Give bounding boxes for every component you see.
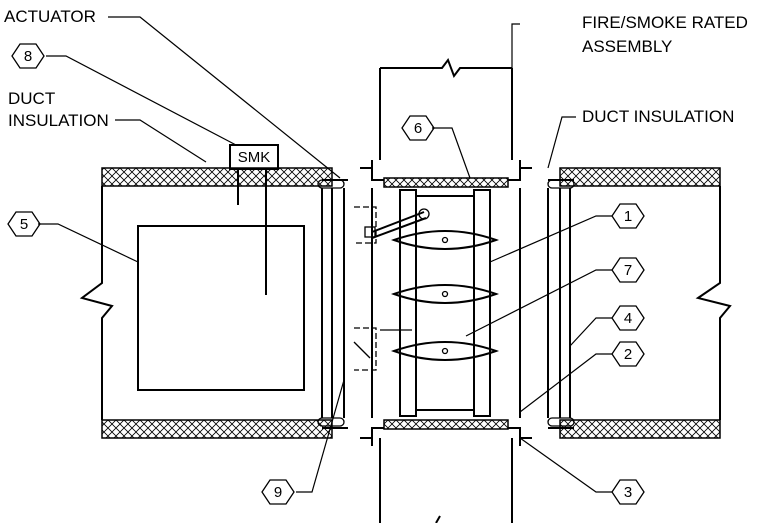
label-actuator: ACTUATOR: [4, 7, 96, 26]
actuator: [354, 206, 430, 244]
tag-7: 7: [611, 257, 645, 283]
damper-blades: [390, 230, 500, 361]
tag-3: 3: [611, 479, 645, 505]
tag-5-label: 5: [20, 216, 28, 233]
damper-blade: [390, 230, 500, 250]
tag-5: 5: [7, 211, 41, 237]
tag-8-label: 8: [24, 48, 32, 65]
fusible-link: [353, 327, 412, 371]
tag-1: 1: [611, 203, 645, 229]
tag-6-label: 6: [414, 120, 422, 137]
tag-9: 9: [261, 479, 295, 505]
label-duct-insulation-left-line2: INSULATION: [8, 111, 109, 130]
duct-insulation-bottom: [101, 419, 721, 439]
tag-8: 8: [11, 43, 45, 69]
duct-insulation-top: [101, 167, 721, 188]
tag-2: 2: [611, 341, 645, 367]
smoke-detector: [137, 144, 305, 391]
damper-sleeve: [321, 188, 571, 418]
damper-blade: [390, 284, 500, 304]
leader-lines: [38, 16, 612, 493]
damper-blade: [390, 341, 500, 361]
damper-frame: [399, 189, 491, 417]
label-fire-smoke-assembly-line2: ASSEMBLY: [582, 37, 672, 56]
tag-4-label: 4: [624, 310, 632, 327]
label-duct-insulation-right: DUCT INSULATION: [582, 107, 734, 126]
tag-6: 6: [401, 115, 435, 141]
duct-break-lines: [79, 186, 732, 420]
label-smk: SMK: [238, 149, 271, 166]
tag-1-label: 1: [624, 208, 632, 225]
label-fire-smoke-assembly-line1: FIRE/SMOKE RATED: [582, 13, 748, 32]
fire-smoke-wall: [379, 57, 513, 523]
tag-9-label: 9: [274, 484, 282, 501]
tag-3-label: 3: [624, 484, 632, 501]
label-duct-insulation-left-line1: DUCT: [8, 89, 55, 108]
tag-4: 4: [611, 305, 645, 331]
tag-2-label: 2: [624, 346, 632, 363]
tag-7-label: 7: [624, 262, 632, 279]
